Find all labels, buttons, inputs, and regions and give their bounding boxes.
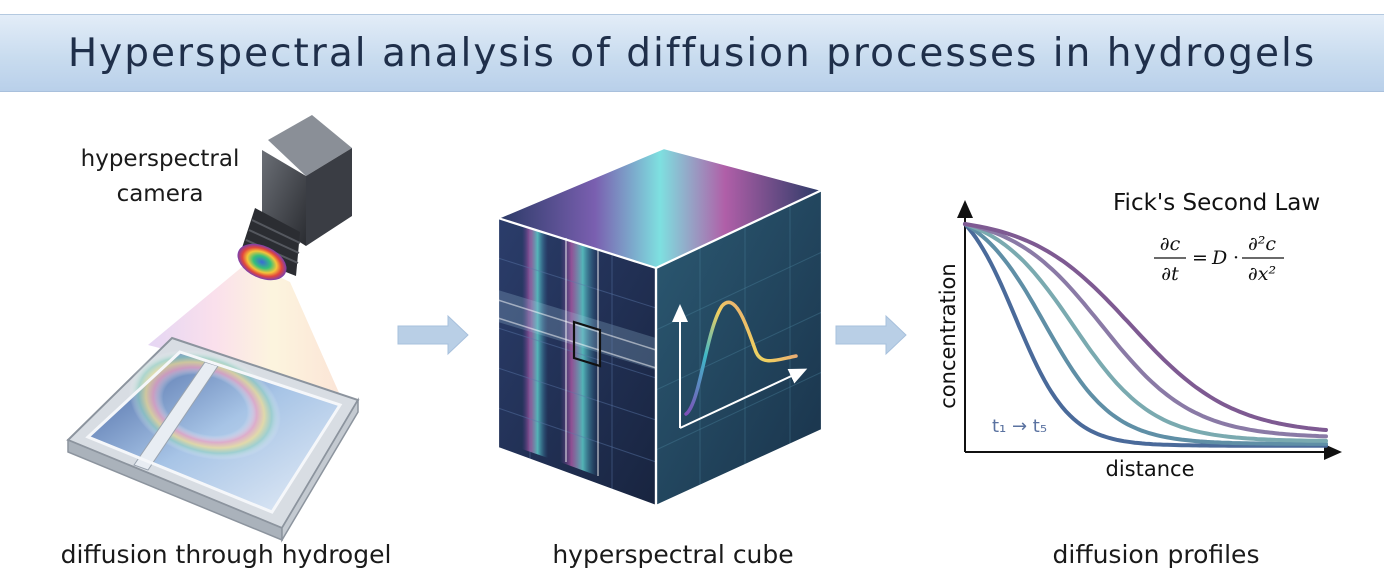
- time-label: t₁ → t₅: [992, 416, 1047, 437]
- camera-label: hyperspectral camera: [81, 142, 240, 212]
- title-bar: Hyperspectral analysis of diffusion proc…: [0, 14, 1384, 92]
- svg-text:·: ·: [1233, 247, 1239, 269]
- svg-text:∂x²: ∂x²: [1248, 263, 1276, 285]
- svg-text:∂t: ∂t: [1161, 263, 1179, 285]
- fick-equation: ∂c ∂t = D · ∂²c ∂x²: [1154, 233, 1284, 285]
- caption-middle: hyperspectral cube: [552, 540, 794, 569]
- arrow-right-icon: [397, 314, 469, 356]
- profile-curve-t1: [963, 222, 1328, 448]
- hyperspectral-camera: [237, 115, 352, 281]
- light-beam: [148, 262, 340, 395]
- equation-title: Fick's Second Law: [1113, 190, 1321, 216]
- x-axis-label: distance: [1106, 457, 1195, 481]
- hydrogel-dish: [66, 336, 360, 543]
- svg-text:∂²c: ∂²c: [1248, 233, 1276, 255]
- camera-label-line2: camera: [116, 181, 204, 207]
- profile-curve-t3: [963, 222, 1328, 443]
- lens-icon: [237, 243, 287, 281]
- profile-curve-t2: [963, 222, 1328, 446]
- profile-curve-t4: [963, 222, 1328, 439]
- camera-label-line1: hyperspectral: [80, 146, 240, 172]
- svg-text:∂c: ∂c: [1160, 233, 1181, 255]
- page-title: Hyperspectral analysis of diffusion proc…: [67, 30, 1317, 76]
- arrow-right-icon: [835, 314, 907, 356]
- profile-curves: [963, 222, 1328, 448]
- diffusion-chart: concentration distance t₁ → t₅: [936, 200, 1342, 481]
- spectrum-curve: [684, 300, 798, 416]
- y-axis-label: concentration: [936, 263, 960, 408]
- svg-text:D: D: [1211, 247, 1227, 269]
- selected-pixel: [572, 320, 602, 368]
- caption-right: diffusion profiles: [1052, 540, 1260, 569]
- svg-text:=: =: [1192, 247, 1208, 269]
- caption-left: diffusion through hydrogel: [60, 540, 392, 569]
- hyperspectral-cube: [496, 146, 824, 508]
- profile-curve-t5: [963, 222, 1328, 432]
